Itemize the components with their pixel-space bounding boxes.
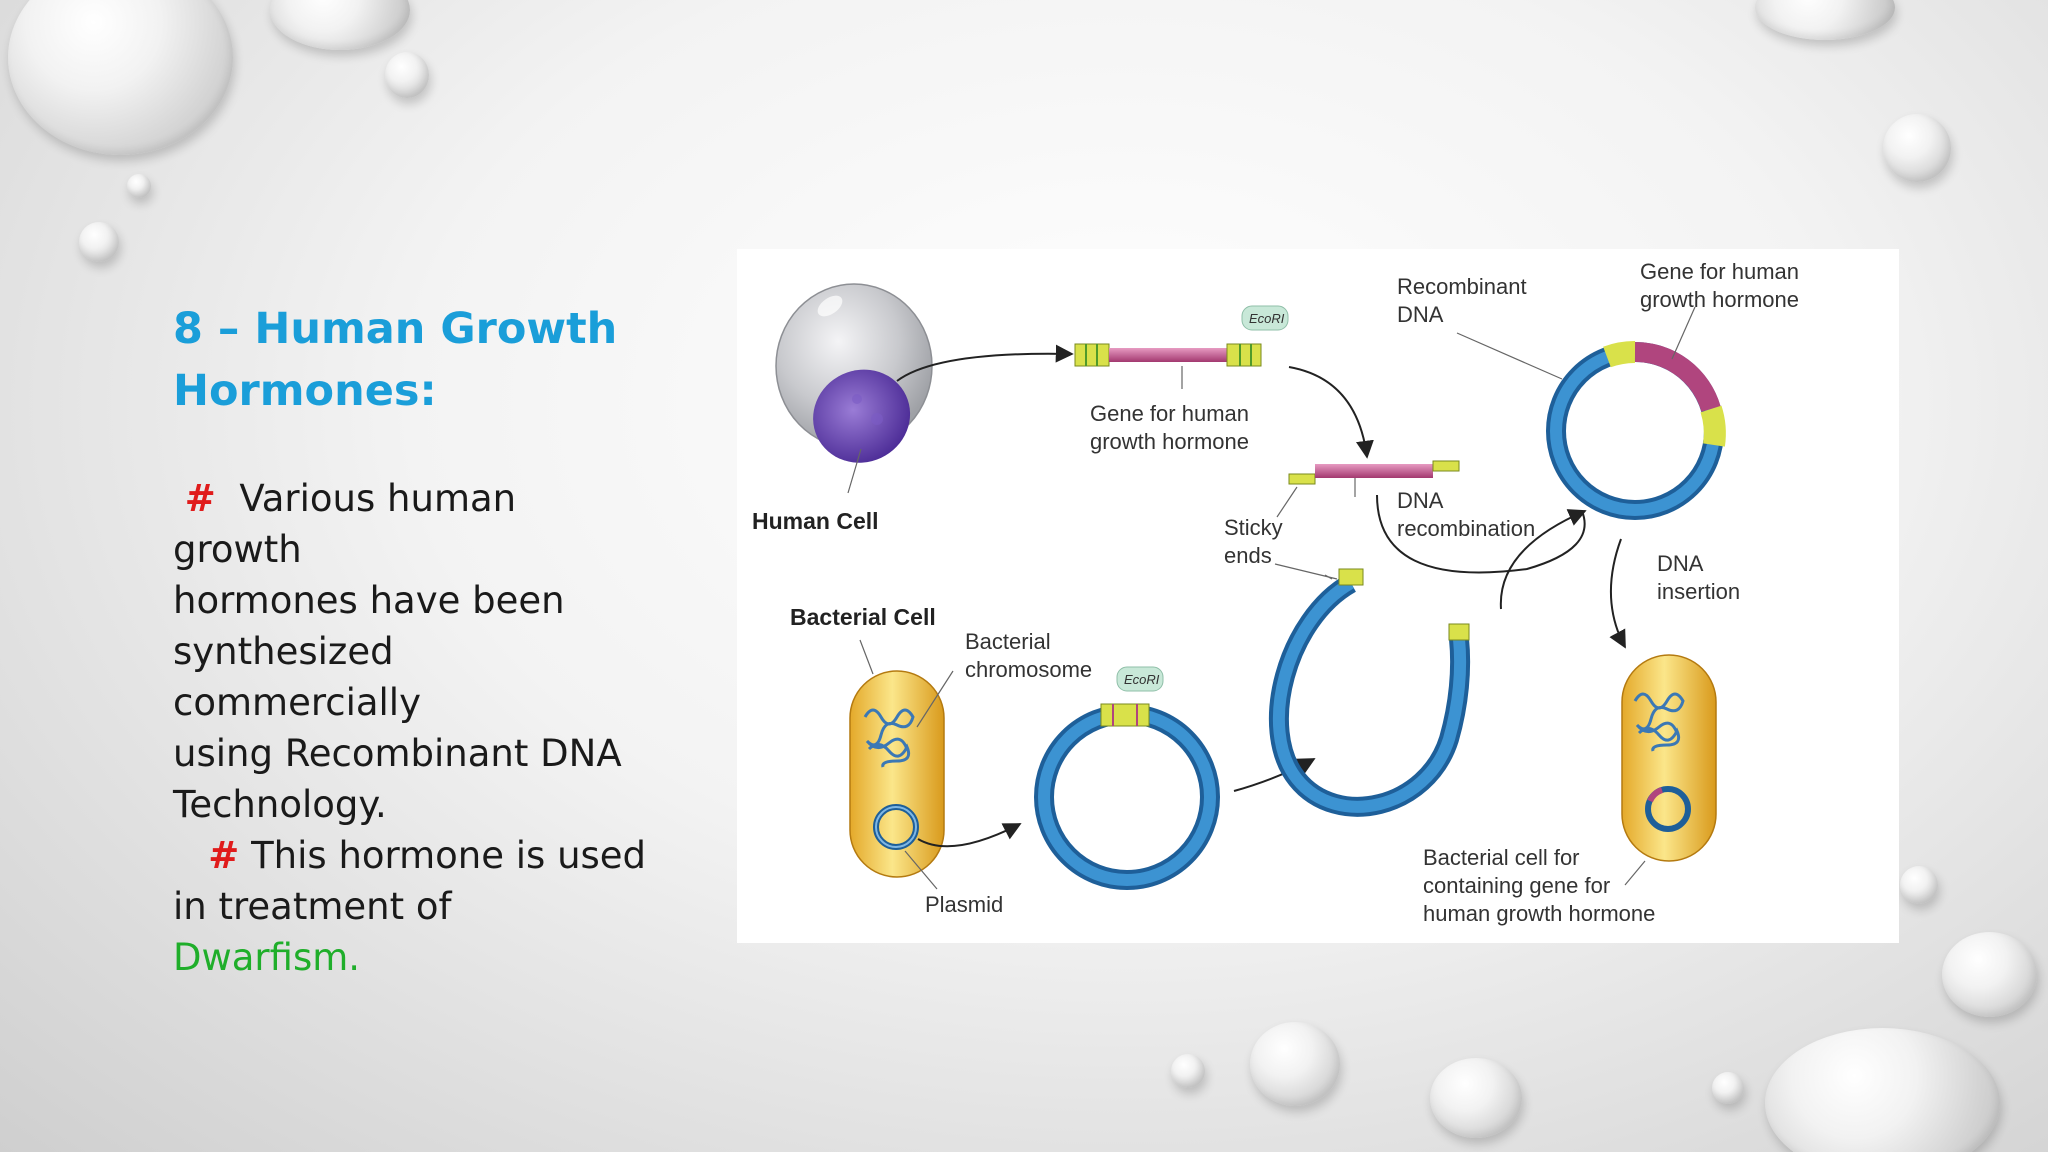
- paragraph-1-line: hormones have been: [173, 579, 565, 622]
- arrow-cut-plasmid: [1233, 758, 1316, 792]
- arrow-extract-gene: [896, 344, 1074, 382]
- ecori-badge: [1241, 305, 1289, 331]
- dwarfism-highlight: Dwarfism.: [173, 936, 361, 979]
- gene-top-label-line-1: Gene for human: [1640, 259, 1799, 284]
- recombinant-dna-label-line-2: DNA: [1397, 302, 1444, 327]
- recombinant-dna-label-line-1: Recombinant: [1397, 274, 1527, 299]
- dna-recombination-label-line-1: DNA: [1397, 488, 1444, 513]
- recombinant-pointer: [1456, 332, 1563, 380]
- bacterial-cell-label: Bacterial Cell: [790, 604, 936, 630]
- bacterial-cell-pointer: [859, 639, 874, 675]
- result-pointer: [1624, 860, 1646, 886]
- dna-recombination-label-line-2: recombination: [1397, 516, 1535, 541]
- recombinant-plasmid: [1546, 340, 1726, 520]
- gene-segment: [1074, 343, 1262, 389]
- paragraph-text: This hormone is used: [251, 834, 647, 877]
- dna-insertion-label-line-2: insertion: [1657, 579, 1740, 604]
- sticky-ends-pointer-3: [1274, 563, 1338, 580]
- gene-label-line-1: Gene for human: [1090, 401, 1249, 426]
- result-label-line-1: Bacterial cell for: [1423, 845, 1580, 870]
- bacterial-chromosome-label-line-1: Bacterial: [965, 629, 1051, 654]
- paragraph-text: Various human growth: [173, 477, 517, 571]
- recombinant-dna-diagram: Human Cell EcoRI Gene for human growth h…: [737, 249, 1899, 943]
- arrow-dna-insertion: [1609, 538, 1626, 649]
- bacterial-cell: [849, 670, 945, 878]
- slide-title: 8 – Human Growth Hormones:: [173, 298, 653, 422]
- gene-top-pointer: [1671, 306, 1696, 360]
- water-drop-decoration: [1712, 1072, 1744, 1104]
- water-drop-decoration: [270, 0, 410, 50]
- paragraph-1-line: # Various human growth: [173, 473, 653, 575]
- water-drop-decoration: [1755, 0, 1895, 40]
- paragraph-1-line: synthesized commercially: [173, 630, 421, 724]
- water-drop-decoration: [1942, 932, 2037, 1017]
- slide-body: # Various human growth hormones have bee…: [173, 473, 653, 983]
- result-bacterial-cell: [1621, 654, 1717, 862]
- isolated-plasmid: [1034, 703, 1220, 890]
- human-cell: [775, 283, 933, 494]
- plasmid-label: Plasmid: [925, 892, 1003, 917]
- arrow-to-recombinant: [1499, 509, 1587, 610]
- gene-label-line-2: growth hormone: [1090, 429, 1249, 454]
- title-line-2: Hormones:: [173, 366, 437, 416]
- bullet-hash: #: [208, 834, 240, 877]
- result-label-line-3: human growth hormone: [1423, 901, 1655, 926]
- arrow-isolate-plasmid: [917, 823, 1022, 848]
- water-drop-decoration: [1883, 114, 1951, 182]
- paragraph-1-line: using Recombinant DNA: [173, 732, 622, 775]
- water-drop-decoration: [79, 222, 119, 262]
- sticky-ends-label-line-2: ends: [1224, 543, 1272, 568]
- ecori-label: EcoRI: [1249, 311, 1285, 326]
- paragraph-1-line: Technology.: [173, 783, 387, 826]
- water-drop-decoration: [1430, 1058, 1522, 1138]
- paragraph-2-line: # This hormone is used: [173, 830, 653, 881]
- title-line-1: 8 – Human Growth: [173, 304, 618, 354]
- paragraph-2-line: in treatment of: [173, 885, 452, 928]
- sticky-ends-label-line-1: Sticky: [1224, 515, 1283, 540]
- sticky-ends-pointer: [1276, 486, 1298, 518]
- water-drop-decoration: [1250, 1022, 1340, 1106]
- water-drop-decoration: [1171, 1054, 1205, 1088]
- chromosome-pointer: [916, 670, 954, 728]
- water-drop-decoration: [1900, 866, 1938, 904]
- arrow-cut-gene: [1288, 366, 1374, 459]
- sticky-end-gene: [1288, 460, 1460, 497]
- ecori-label: EcoRI: [1124, 672, 1160, 687]
- human-cell-label: Human Cell: [752, 508, 879, 534]
- gene-top-label-line-2: growth hormone: [1640, 287, 1799, 312]
- water-drop-decoration: [127, 174, 151, 198]
- ecori-badge: [1116, 666, 1164, 692]
- bacterial-chromosome-label-line-2: chromosome: [965, 657, 1092, 682]
- dna-insertion-label-line-1: DNA: [1657, 551, 1704, 576]
- cut-plasmid: [1268, 568, 1471, 817]
- result-label-line-2: containing gene for: [1423, 873, 1610, 898]
- diagram-canvas: Human Cell EcoRI Gene for human growth h…: [752, 259, 1799, 926]
- water-drop-decoration: [385, 52, 429, 98]
- water-drop-decoration: [1765, 1028, 2000, 1152]
- bullet-hash: #: [184, 477, 216, 520]
- water-drop-decoration: [8, 0, 233, 155]
- plasmid-pointer: [904, 850, 938, 890]
